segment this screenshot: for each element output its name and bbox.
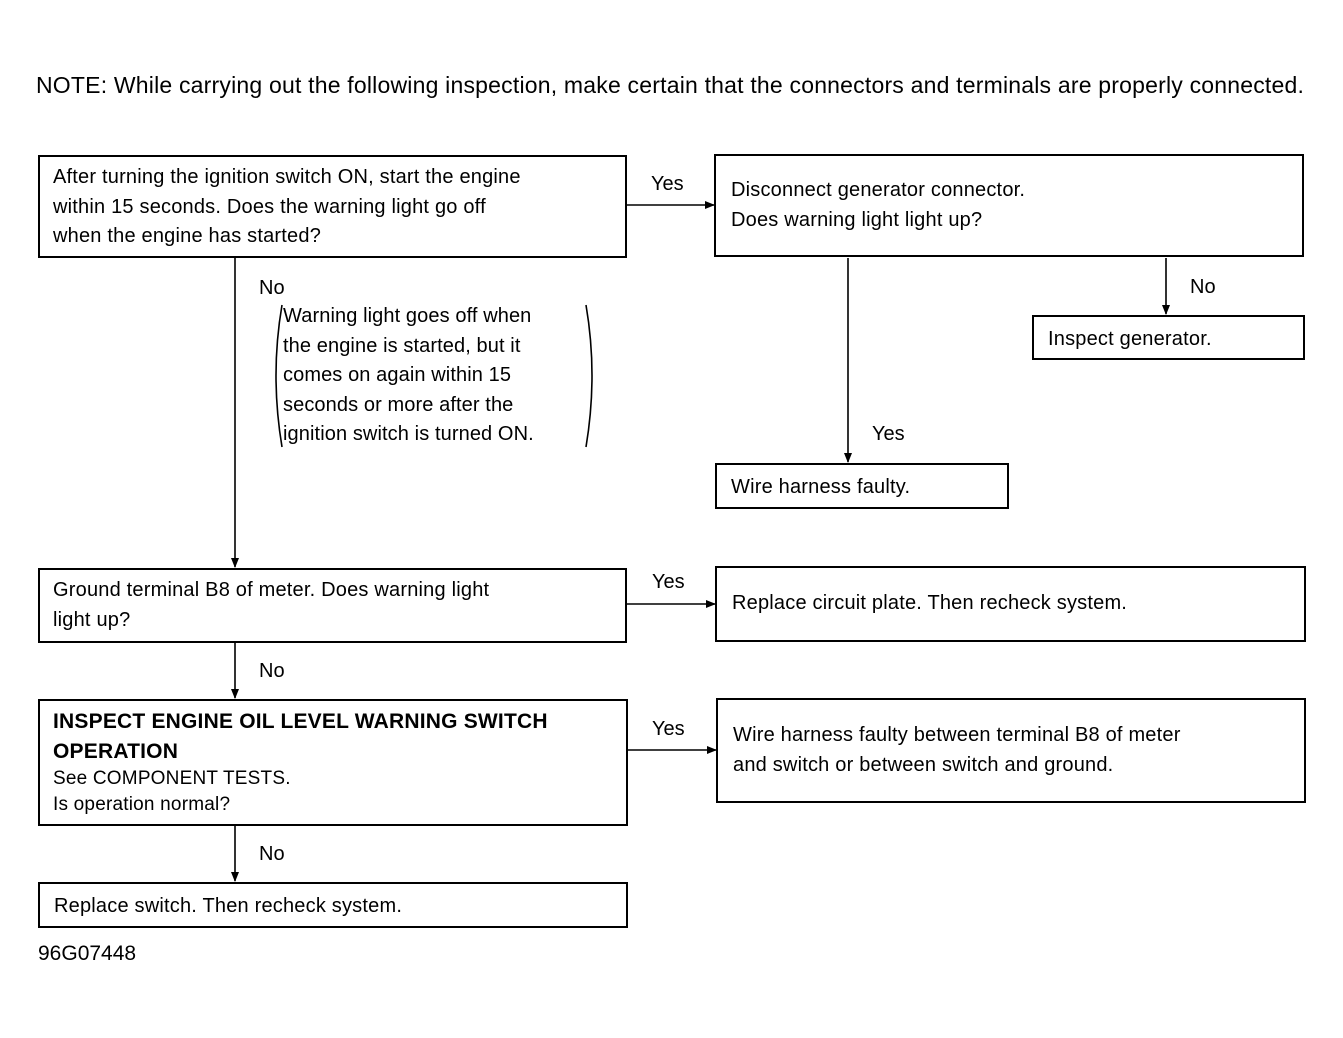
label-yes-harness: Yes — [872, 423, 905, 445]
disconnect-connector-box: Disconnect generator connector. Does war… — [714, 154, 1304, 257]
open-paren-icon — [275, 304, 283, 448]
harness-faulty-box: Wire harness faulty. — [715, 463, 1009, 509]
label-yes-ground: Yes — [652, 571, 685, 593]
label-no-generator: No — [1190, 276, 1216, 298]
ground-line-2: light up? — [53, 608, 131, 631]
label-yes-switch: Yes — [652, 718, 685, 740]
label-no-start: No — [259, 277, 285, 299]
ground-line-1: Ground terminal B8 of meter. Does warnin… — [53, 579, 490, 601]
note-text: NOTE: While carrying out the following i… — [36, 72, 1305, 98]
inspect-generator-box: Inspect generator. — [1032, 315, 1305, 360]
harness-faulty-text: Wire harness faulty. — [731, 476, 911, 498]
label-no-switch: No — [259, 843, 285, 865]
ground-terminal-box: Ground terminal B8 of meter. Does warnin… — [38, 568, 627, 643]
condition-note: Warning light goes off when the engine i… — [272, 302, 594, 450]
harness-between-line-2: and switch or between switch and ground. — [733, 753, 1114, 776]
label-no-ground: No — [259, 660, 285, 682]
close-paren-icon — [585, 304, 593, 448]
disconnect-line-1: Disconnect generator connector. — [731, 179, 1026, 201]
disconnect-line-2: Does warning light light up? — [731, 208, 983, 231]
start-line-3: when the engine has started? — [53, 225, 322, 247]
harness-between-line-1: Wire harness faulty between terminal B8 … — [733, 724, 1181, 746]
inspect-switch-title-2: OPERATION — [53, 739, 179, 763]
replace-plate-box: Replace circuit plate. Then recheck syst… — [715, 566, 1306, 642]
start-line-2: within 15 seconds. Does the warning ligh… — [53, 195, 486, 218]
start-line-1: After turning the ignition switch ON, st… — [53, 166, 521, 188]
inspect-switch-sub-2: Is operation normal? — [53, 794, 231, 815]
inspect-switch-box: INSPECT ENGINE OIL LEVEL WARNING SWITCH … — [38, 699, 628, 826]
start-question-box: After turning the ignition switch ON, st… — [38, 155, 627, 258]
replace-switch-text: Replace switch. Then recheck system. — [54, 895, 403, 917]
label-yes-start: Yes — [651, 173, 684, 195]
condition-line-3: comes on again within 15 — [283, 364, 512, 386]
condition-line-2: the engine is started, but it — [283, 334, 521, 357]
inspect-generator-text: Inspect generator. — [1048, 328, 1212, 350]
harness-between-box: Wire harness faulty between terminal B8 … — [716, 698, 1306, 803]
condition-line-4: seconds or more after the — [283, 393, 514, 416]
figure-code: 96G07448 — [38, 942, 137, 965]
replace-plate-text: Replace circuit plate. Then recheck syst… — [732, 592, 1128, 614]
replace-switch-box: Replace switch. Then recheck system. — [38, 882, 628, 928]
inspect-switch-title-1: INSPECT ENGINE OIL LEVEL WARNING SWITCH — [53, 710, 548, 733]
inspect-switch-sub-1: See COMPONENT TESTS. — [53, 768, 291, 789]
condition-line-1: Warning light goes off when — [283, 305, 532, 327]
condition-line-5: ignition switch is turned ON. — [283, 423, 534, 445]
